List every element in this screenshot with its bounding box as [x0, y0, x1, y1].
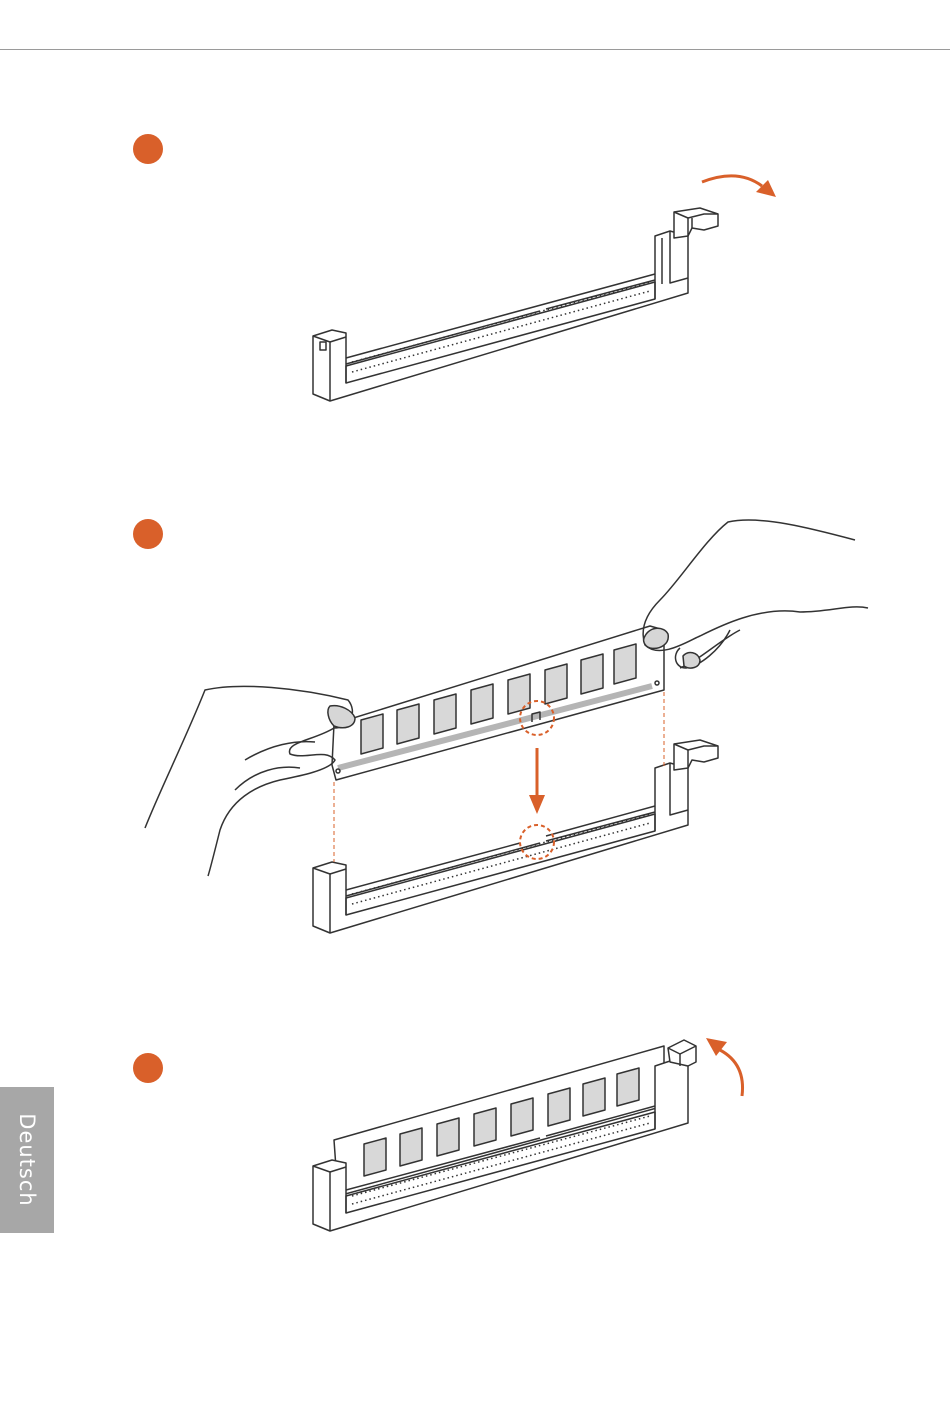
- step-2-insert-module-illustration: [0, 500, 950, 1000]
- step-1-open-clip-illustration: [0, 0, 950, 450]
- language-side-tab: Deutsch: [0, 1087, 54, 1233]
- language-tab-label: Deutsch: [15, 1113, 39, 1206]
- step-3-lock-module-illustration: [0, 1010, 950, 1260]
